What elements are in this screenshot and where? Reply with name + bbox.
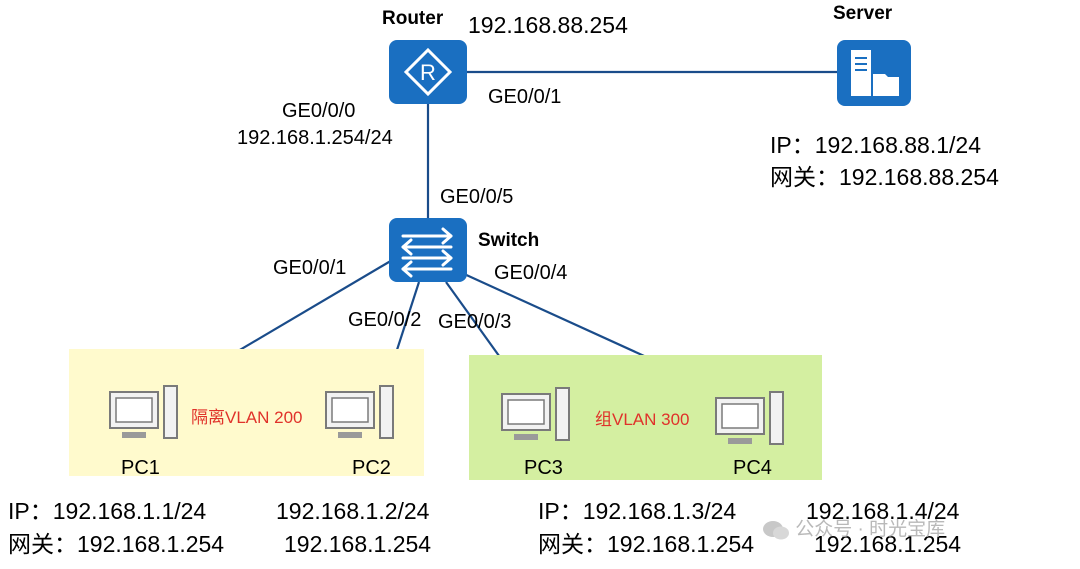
router-device[interactable]: R — [389, 40, 467, 104]
wechat-icon — [763, 520, 789, 540]
pc1-device[interactable] — [108, 382, 178, 442]
pc1-label: PC1 — [121, 457, 160, 479]
switch-port-ge002: GE0/0/2 — [348, 309, 422, 331]
pc3-label: PC3 — [524, 457, 563, 479]
pc-icon — [109, 385, 178, 439]
switch-port-ge001: GE0/0/1 — [273, 257, 347, 279]
router-port-ge001: GE0/0/1 — [488, 86, 562, 108]
pc3-gateway: 网关：192.168.1.254 — [538, 531, 755, 557]
server-gateway: 网关：192.168.88.254 — [770, 164, 999, 190]
pc1-ip: IP：192.168.1.1/24 — [8, 498, 207, 524]
switch-port-ge004: GE0/0/4 — [494, 262, 568, 284]
pc1-gateway: 网关：192.168.1.254 — [8, 531, 225, 557]
vlan-300-label: 组VLAN 300 — [595, 410, 690, 429]
pc4-gateway: 192.168.1.254 — [814, 531, 962, 557]
watermark-text: 公众号 · 时光宝库 — [795, 519, 946, 540]
router-glyph: R — [420, 60, 436, 85]
pc2-gateway: 192.168.1.254 — [284, 531, 432, 557]
router-port-ge000-ip: 192.168.1.254/24 — [237, 127, 393, 149]
server-label: Server — [833, 3, 893, 24]
server-device[interactable] — [837, 40, 911, 106]
router-ip: 192.168.88.254 — [468, 12, 628, 38]
router-icon: R — [403, 47, 453, 97]
server-icon — [851, 50, 899, 96]
pc4-device[interactable] — [714, 388, 784, 448]
pc2-ip: 192.168.1.2/24 — [276, 498, 430, 524]
switch-port-ge003: GE0/0/3 — [438, 311, 512, 333]
router-label: Router — [382, 8, 444, 29]
watermark: 公众号 · 时光宝库 — [762, 514, 945, 541]
pc3-device[interactable] — [500, 384, 570, 444]
pc4-label: PC4 — [733, 457, 772, 479]
pc2-label: PC2 — [352, 457, 391, 479]
switch-port-ge005: GE0/0/5 — [440, 186, 514, 208]
switch-label: Switch — [478, 230, 540, 251]
vlan-200-label: 隔离VLAN 200 — [191, 408, 303, 427]
switch-device[interactable] — [389, 218, 467, 282]
pc4-ip: 192.168.1.4/24 — [806, 498, 960, 524]
pc-icon — [501, 387, 570, 441]
pc-icon — [715, 391, 784, 445]
switch-icon — [401, 227, 453, 278]
pc2-device[interactable] — [324, 382, 394, 442]
router-port-ge000: GE0/0/0 — [282, 100, 356, 122]
pc-icon — [325, 385, 394, 439]
server-ip: IP：192.168.88.1/24 — [770, 132, 981, 158]
pc3-ip: IP：192.168.1.3/24 — [538, 498, 737, 524]
